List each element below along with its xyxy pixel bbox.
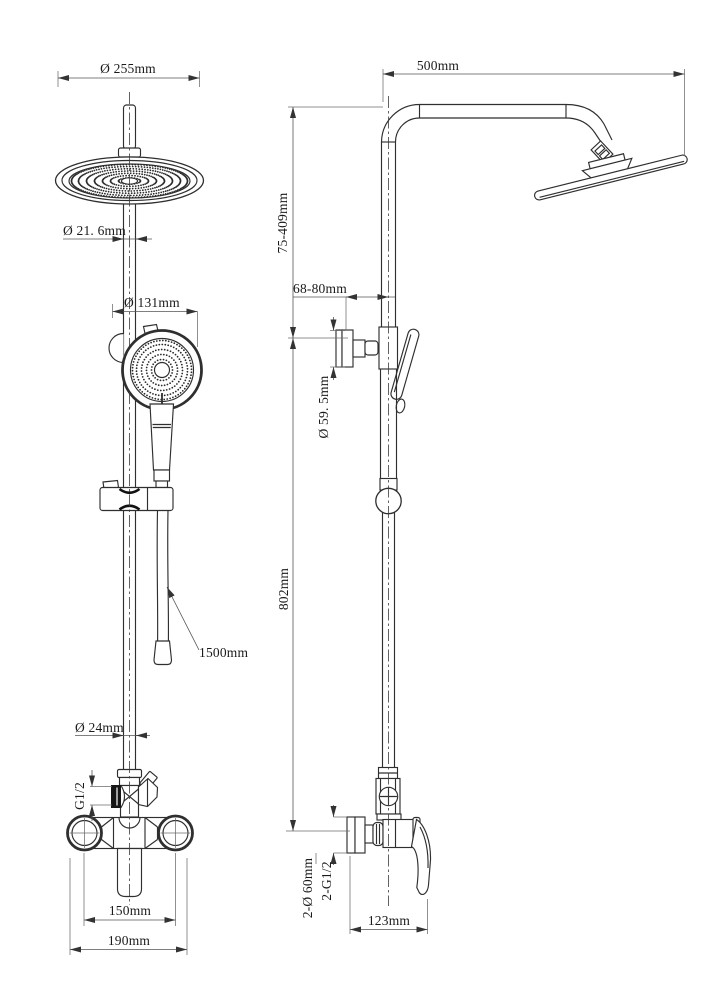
dim-label-head-diameter: Ø 255mm xyxy=(100,61,156,76)
side-riser-and-arm xyxy=(380,103,688,327)
dim-label-hose-length: 1500mm xyxy=(199,645,249,660)
diverter-valve xyxy=(111,768,159,818)
dim-label-body-depth: 123mm xyxy=(368,913,411,928)
dim-label-lower-pipe-diameter: Ø 24mm xyxy=(75,720,124,735)
side-view: 500mm 75-409mm 802mm 68-80mm Ø 59. 5mm 2 xyxy=(275,58,688,934)
hand-shower-nozzles xyxy=(131,339,193,401)
shower-outlet-port xyxy=(111,785,122,808)
riser-pipe xyxy=(117,104,142,770)
front-view: Ø 255mm Ø 21. 6mm Ø 131mm 1500mm Ø 24mm … xyxy=(54,61,249,955)
side-diverter-mixer xyxy=(346,766,432,896)
mixer-valve xyxy=(66,814,194,898)
dim-label-hand-shower-diameter: Ø 131mm xyxy=(124,295,180,310)
dim-label-body-width: 190mm xyxy=(108,933,151,948)
dim-label-connection-thread: 2-G1/2 xyxy=(319,861,334,900)
mixer-lever xyxy=(410,818,432,896)
shower-hose xyxy=(153,510,173,666)
slider-bracket xyxy=(99,479,174,512)
side-dimensions: 500mm 75-409mm 802mm 68-80mm Ø 59. 5mm 2 xyxy=(275,58,685,934)
dim-label-flange-diameter: Ø 59. 5mm xyxy=(316,375,331,438)
hand-shower-handle xyxy=(149,403,175,471)
dim-label-inlet-spacing: 150mm xyxy=(109,903,152,918)
dim-label-riser-height: 802mm xyxy=(276,568,291,611)
dim-label-wall-clearance: 68-80mm xyxy=(293,281,347,296)
dim-label-pipe-diameter: Ø 21. 6mm xyxy=(63,223,126,238)
wall-escutcheon xyxy=(346,816,356,854)
dim-label-escutcheon-diameter: 2-Ø 60mm xyxy=(300,857,315,918)
dim-label-arm-reach: 500mm xyxy=(417,58,460,73)
side-hand-shower xyxy=(390,328,420,414)
dim-label-height-adjust: 75-409mm xyxy=(275,192,290,253)
hand-shower xyxy=(108,323,203,489)
side-shower-head xyxy=(534,153,688,201)
front-dimensions: Ø 255mm Ø 21. 6mm Ø 131mm 1500mm Ø 24mm … xyxy=(57,61,249,955)
dim-label-outlet-thread: G1/2 xyxy=(72,782,87,810)
